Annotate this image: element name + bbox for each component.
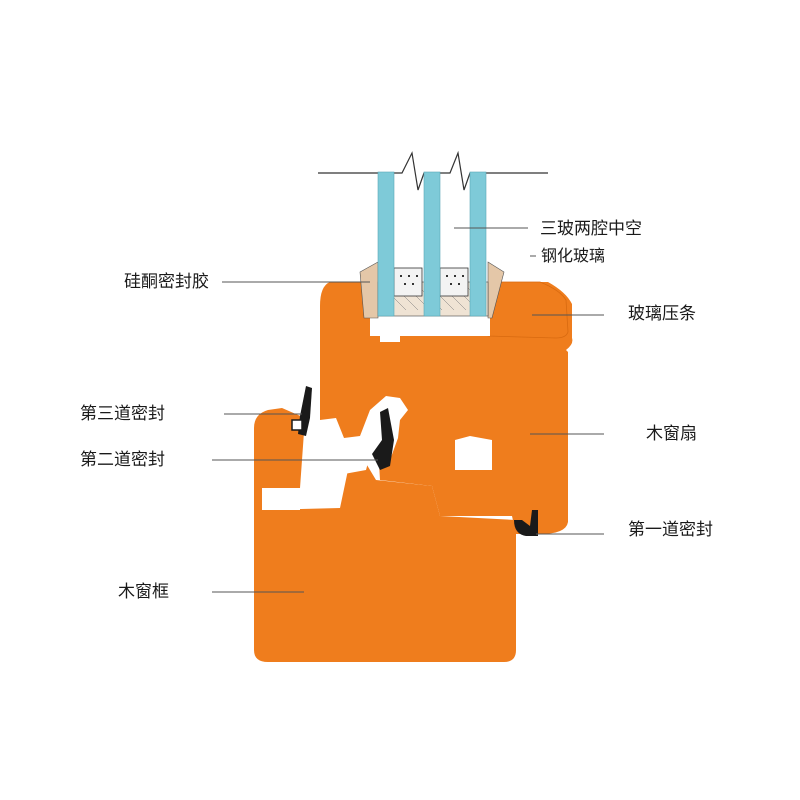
- first-seal: [514, 510, 538, 536]
- leader-lines: [212, 227, 604, 593]
- label-sash: 木窗扇: [646, 424, 697, 444]
- silicone-sealant: [359, 261, 505, 319]
- rebate-slot: [380, 336, 400, 342]
- label-third-seal: 第三道密封: [80, 404, 165, 424]
- glass-pane-3: [469, 171, 487, 317]
- window-frame: [254, 408, 516, 662]
- spacer-dots: [400, 275, 464, 285]
- glass-pane-2: [423, 171, 441, 317]
- rebate-slot: [455, 436, 492, 470]
- label-tempered-glass: 钢化玻璃: [541, 246, 606, 265]
- label-second-seal: 第二道密封: [80, 450, 165, 470]
- label-silicone: 硅酮密封胶: [124, 272, 209, 292]
- glass-pane-1: [377, 171, 395, 317]
- window-sash: [320, 282, 573, 534]
- label-glazing-bead: 玻璃压条: [628, 304, 696, 324]
- rebate-slot: [262, 488, 300, 510]
- label-first-seal: 第一道密封: [628, 520, 713, 540]
- second-seal: [372, 408, 394, 470]
- third-seal-clip: [291, 419, 303, 431]
- rebate-slot: [312, 448, 372, 474]
- label-glass: 三玻两腔中空: [540, 219, 642, 239]
- glazing-bead: [487, 281, 569, 339]
- spacer: [439, 267, 469, 297]
- rebate-slot: [370, 316, 490, 336]
- spacer: [393, 267, 423, 297]
- label-frame: 木窗框: [118, 582, 169, 602]
